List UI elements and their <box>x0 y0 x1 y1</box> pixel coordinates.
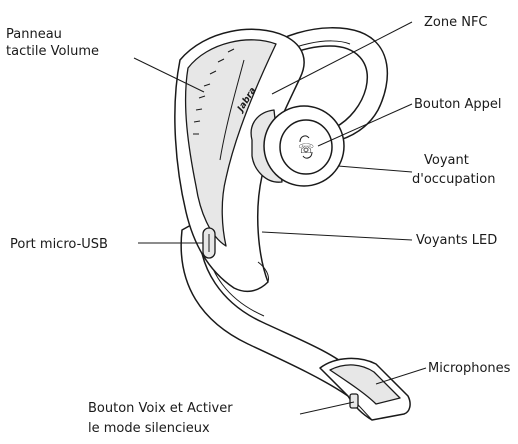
label-nfc-zone: Zone NFC <box>424 15 488 30</box>
leader-voice-mute <box>300 402 354 414</box>
label-busy-light: Voyant d'occupation <box>412 153 495 187</box>
micro-usb-port <box>203 228 215 258</box>
label-micro-usb: Port micro-USB <box>10 237 108 252</box>
label-call-button: Bouton Appel <box>414 97 502 112</box>
label-led-lights: Voyants LED <box>416 233 497 248</box>
leader-led-lights <box>262 232 412 240</box>
voice-mute-button-shape <box>350 394 358 408</box>
microphone-tip <box>320 358 410 420</box>
call-icon: ☏ <box>298 142 314 157</box>
label-microphones: Microphones <box>428 361 511 376</box>
label-voice-mute-button: Bouton Voix et Activer le mode silencieu… <box>88 401 237 436</box>
leader-busy-light <box>338 166 412 172</box>
label-volume-panel: Panneau tactile Volume <box>6 27 99 59</box>
